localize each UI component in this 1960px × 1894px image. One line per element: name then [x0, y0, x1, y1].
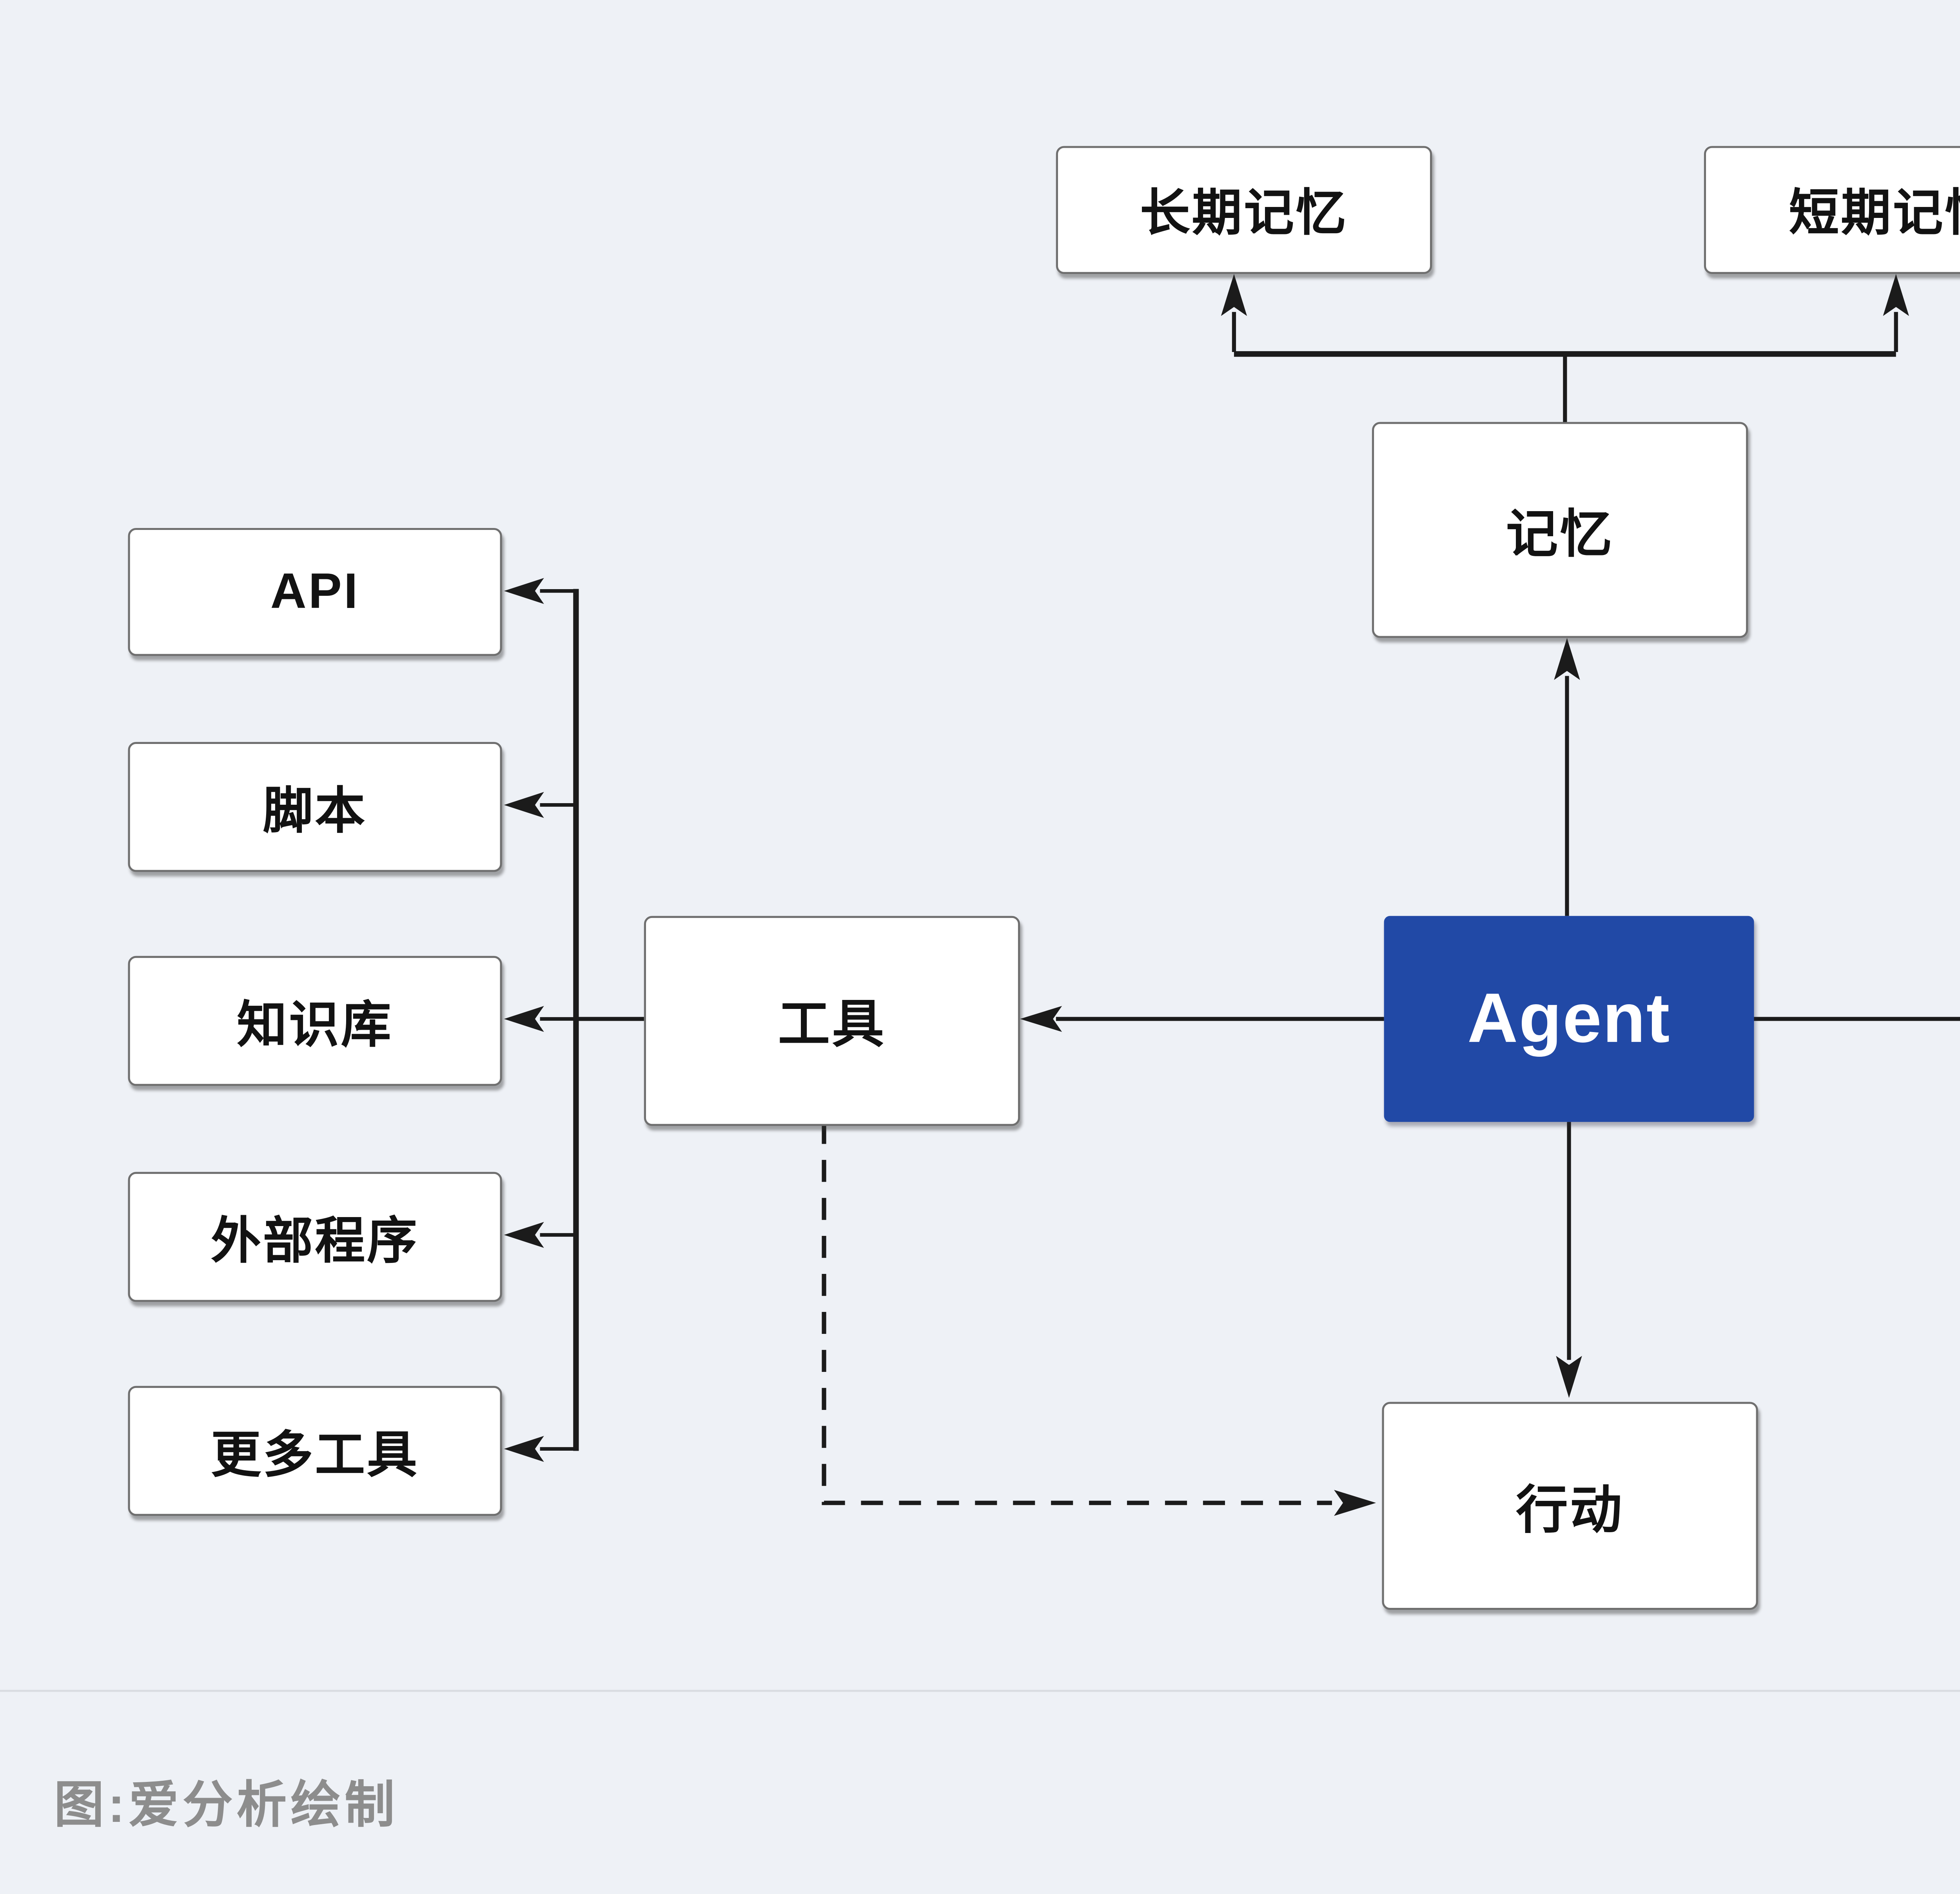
- node-label: 更多工具: [211, 1427, 419, 1483]
- memory-tree-connector: [1221, 274, 1909, 422]
- node-label: API: [270, 563, 360, 619]
- node-long-term-memory: 长期记忆: [1056, 146, 1432, 274]
- node-agent: Agent: [1384, 916, 1754, 1122]
- node-label: 长期记忆: [1140, 186, 1348, 242]
- figure-caption: 图:爱分析绘制: [54, 1778, 399, 1834]
- node-action: 行动: [1382, 1402, 1758, 1610]
- tools-action-dashed-connector: [822, 1122, 1376, 1516]
- agent-memory-connector: [1554, 638, 1580, 916]
- node-label: 知识库: [237, 997, 393, 1053]
- node-memory: 记忆: [1372, 422, 1748, 638]
- node-label: 脚本: [263, 783, 367, 839]
- node-external-program: 外部程序: [128, 1172, 502, 1302]
- node-label: Agent: [1467, 979, 1671, 1057]
- node-label: 记忆: [1506, 503, 1614, 563]
- node-knowledge-base: 知识库: [128, 956, 502, 1086]
- agent-planning-connector: [1754, 1017, 1960, 1021]
- agent-tools-connector: [1020, 1006, 1384, 1032]
- footer-divider: [0, 1690, 1960, 1693]
- node-label: 短期记忆: [1789, 186, 1960, 242]
- node-more-tools: 更多工具: [128, 1386, 502, 1516]
- tools-spine-connector: [504, 578, 644, 1462]
- agent-action-connector: [1556, 1122, 1582, 1398]
- node-script: 脚本: [128, 742, 502, 872]
- node-short-term-memory: 短期记忆: [1704, 146, 1960, 274]
- node-label: 行动: [1516, 1479, 1624, 1539]
- node-label: 工具: [778, 994, 886, 1054]
- node-label: 外部程序: [211, 1213, 419, 1269]
- node-api: API: [128, 528, 502, 656]
- node-tools: 工具: [644, 916, 1020, 1126]
